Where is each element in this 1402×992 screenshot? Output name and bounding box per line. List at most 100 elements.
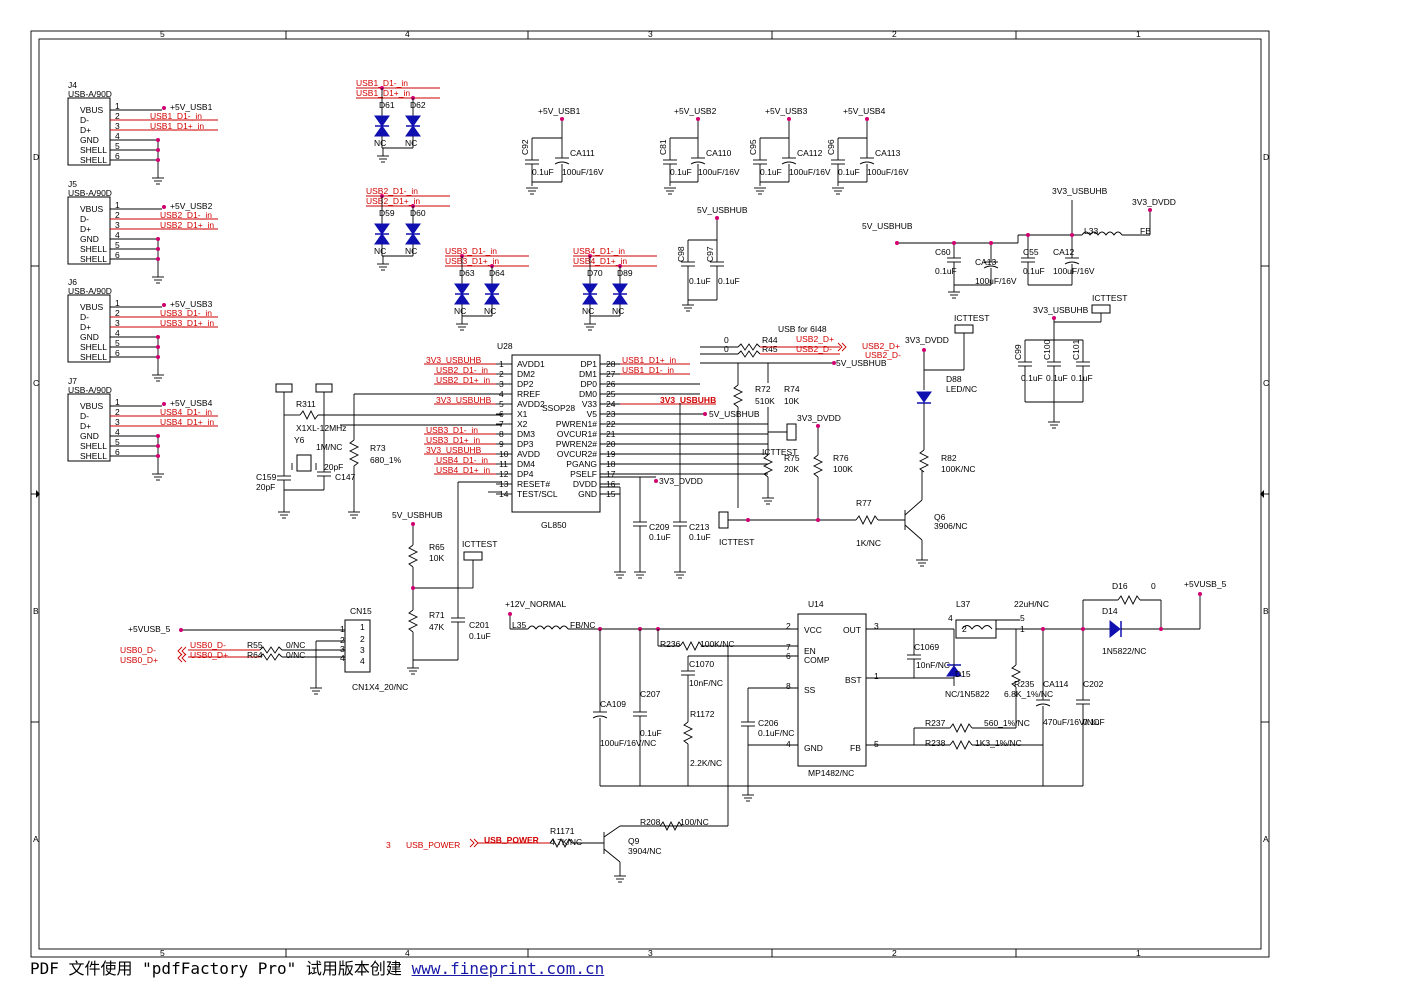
- svg-text:5: 5: [115, 141, 120, 151]
- svg-text:C101: C101: [1071, 339, 1081, 360]
- svg-text:D88: D88: [946, 374, 962, 384]
- buck-regulator: +12V_NORMAL L35 FB/NC U14 MP1482/NC VCC …: [505, 579, 1227, 826]
- svg-text:5: 5: [115, 437, 120, 447]
- svg-text:DM4: DM4: [517, 459, 535, 469]
- svg-text:USB for 6I48: USB for 6I48: [778, 324, 827, 334]
- svg-text:+12V_NORMAL: +12V_NORMAL: [505, 599, 566, 609]
- footer-link[interactable]: www.fineprint.com.cn: [411, 959, 605, 978]
- svg-text:DP0: DP0: [580, 379, 597, 389]
- col-label: 4: [405, 29, 410, 39]
- svg-text:5V_USBHUB: 5V_USBHUB: [709, 409, 760, 419]
- svg-text:TEST/SCL: TEST/SCL: [517, 489, 558, 499]
- svg-text:3: 3: [115, 220, 120, 230]
- svg-text:CA114: CA114: [1043, 679, 1069, 689]
- svg-text:DM1: DM1: [579, 369, 597, 379]
- svg-text:USB3_D1-_in: USB3_D1-_in: [160, 308, 212, 318]
- svg-text:D60: D60: [410, 208, 426, 218]
- svg-text:FB: FB: [850, 743, 861, 753]
- svg-text:USB0_D+: USB0_D+: [190, 650, 228, 660]
- svg-text:C201: C201: [469, 620, 490, 630]
- svg-text:3: 3: [115, 318, 120, 328]
- svg-text:USB2_D+: USB2_D+: [796, 334, 834, 344]
- svg-text:RESET#: RESET#: [517, 479, 550, 489]
- svg-text:R235: R235: [1014, 679, 1035, 689]
- svg-text:USB3_D1+_in: USB3_D1+_in: [445, 256, 499, 266]
- svg-text:D89: D89: [617, 268, 633, 278]
- svg-text:FB: FB: [1140, 226, 1151, 236]
- svg-text:100uF/16V: 100uF/16V: [1053, 266, 1095, 276]
- svg-text:C81: C81: [658, 139, 668, 155]
- row-label: A: [33, 834, 39, 844]
- svg-text:V5: V5: [587, 409, 598, 419]
- svg-text:USB3_D1-_in: USB3_D1-_in: [426, 425, 478, 435]
- svg-text:3V3_USBUHB: 3V3_USBUHB: [426, 355, 482, 365]
- svg-text:D62: D62: [410, 100, 426, 110]
- svg-text:100uF/16V/NC: 100uF/16V/NC: [600, 738, 656, 748]
- svg-text:0.1uF: 0.1uF: [532, 167, 554, 177]
- esd-diodes: USB1_D1-_inUSB1_D1+_inD61NCD62NCUSB2_D1-…: [356, 78, 657, 331]
- svg-text:ICTTEST: ICTTEST: [462, 539, 497, 549]
- svg-text:22uH/NC: 22uH/NC: [1014, 599, 1049, 609]
- svg-text:0: 0: [724, 344, 729, 354]
- svg-text:C95: C95: [748, 139, 758, 155]
- col-label: 5: [160, 29, 165, 39]
- svg-text:ICTTEST: ICTTEST: [1092, 293, 1127, 303]
- svg-text:+5V_USB3: +5V_USB3: [765, 106, 808, 116]
- svg-text:SHELL: SHELL: [80, 352, 107, 362]
- svg-text:+5V_USB2: +5V_USB2: [674, 106, 717, 116]
- svg-text:+5V_USB4: +5V_USB4: [170, 398, 213, 408]
- svg-text:DM2: DM2: [517, 369, 535, 379]
- svg-text:0/NC: 0/NC: [286, 640, 305, 650]
- svg-text:100uF/16V: 100uF/16V: [698, 167, 740, 177]
- svg-text:560_1%/NC: 560_1%/NC: [984, 718, 1030, 728]
- hub-decoupling: 3V3_DVDD C209 0.1uF C213 0.1uF: [600, 403, 711, 579]
- svg-text:RREF: RREF: [517, 389, 540, 399]
- svg-text:20pF: 20pF: [256, 482, 275, 492]
- svg-text:100uF/16V: 100uF/16V: [975, 276, 1017, 286]
- svg-text:USB1_D1-_in: USB1_D1-_in: [150, 111, 202, 121]
- usb-6i48-link: USB for 6I48 0 0 R44 R45 USB2_D+ USB2_D-…: [700, 324, 901, 360]
- svg-text:CA12: CA12: [1053, 247, 1075, 257]
- svg-text:R75: R75: [784, 453, 800, 463]
- power-filter: 5V_USBHUB 3V3_USBUHB 3V3_DVDD L33 FB C60…: [862, 186, 1176, 299]
- svg-text:USB4_D1+_in: USB4_D1+_in: [160, 417, 214, 427]
- svg-text:3V3_USBUHB: 3V3_USBUHB: [1033, 305, 1089, 315]
- svg-text:7: 7: [786, 642, 791, 652]
- svg-text:C55: C55: [1023, 247, 1039, 257]
- svg-text:USB0_D-: USB0_D-: [120, 645, 156, 655]
- svg-text:+5VUSB_5: +5VUSB_5: [1184, 579, 1227, 589]
- svg-text:0.1uF: 0.1uF: [718, 276, 740, 286]
- svg-text:J5: J5: [68, 179, 77, 189]
- svg-text:0.1uF: 0.1uF: [1071, 373, 1093, 383]
- svg-text:1K3_1%/NC: 1K3_1%/NC: [975, 738, 1022, 748]
- svg-text:R76: R76: [833, 453, 849, 463]
- row-label: D: [1263, 152, 1269, 162]
- svg-text:USB2_D-: USB2_D-: [796, 344, 832, 354]
- svg-text:USB-A/90D: USB-A/90D: [68, 286, 112, 296]
- svg-text:+5V_USB1: +5V_USB1: [538, 106, 581, 116]
- svg-text:J6: J6: [68, 277, 77, 287]
- svg-text:1: 1: [360, 622, 365, 632]
- svg-text:3: 3: [360, 645, 365, 655]
- svg-text:DM3: DM3: [517, 429, 535, 439]
- svg-text:3V3_USBUHB: 3V3_USBUHB: [660, 395, 716, 405]
- svg-text:3904/NC: 3904/NC: [628, 846, 662, 856]
- svg-text:2: 2: [115, 308, 120, 318]
- svg-text:AVDD: AVDD: [517, 449, 540, 459]
- svg-text:0: 0: [1151, 581, 1156, 591]
- col-label: 3: [648, 948, 653, 958]
- svg-text:3V3_USBUHB: 3V3_USBUHB: [1052, 186, 1108, 196]
- svg-text:NC: NC: [405, 246, 417, 256]
- svg-text:10nF/NC: 10nF/NC: [916, 660, 950, 670]
- svg-text:X1XL-12MHz: X1XL-12MHz: [296, 423, 347, 433]
- status-circuit: 5V_USBHUB R72 510K R74 10K ICTTEST R75 2…: [700, 313, 989, 567]
- svg-text:C1070: C1070: [689, 659, 714, 669]
- svg-text:DP4: DP4: [517, 469, 534, 479]
- svg-text:NC: NC: [374, 246, 386, 256]
- svg-text:NC: NC: [582, 306, 594, 316]
- svg-text:0.1uF: 0.1uF: [689, 532, 711, 542]
- svg-text:D59: D59: [379, 208, 395, 218]
